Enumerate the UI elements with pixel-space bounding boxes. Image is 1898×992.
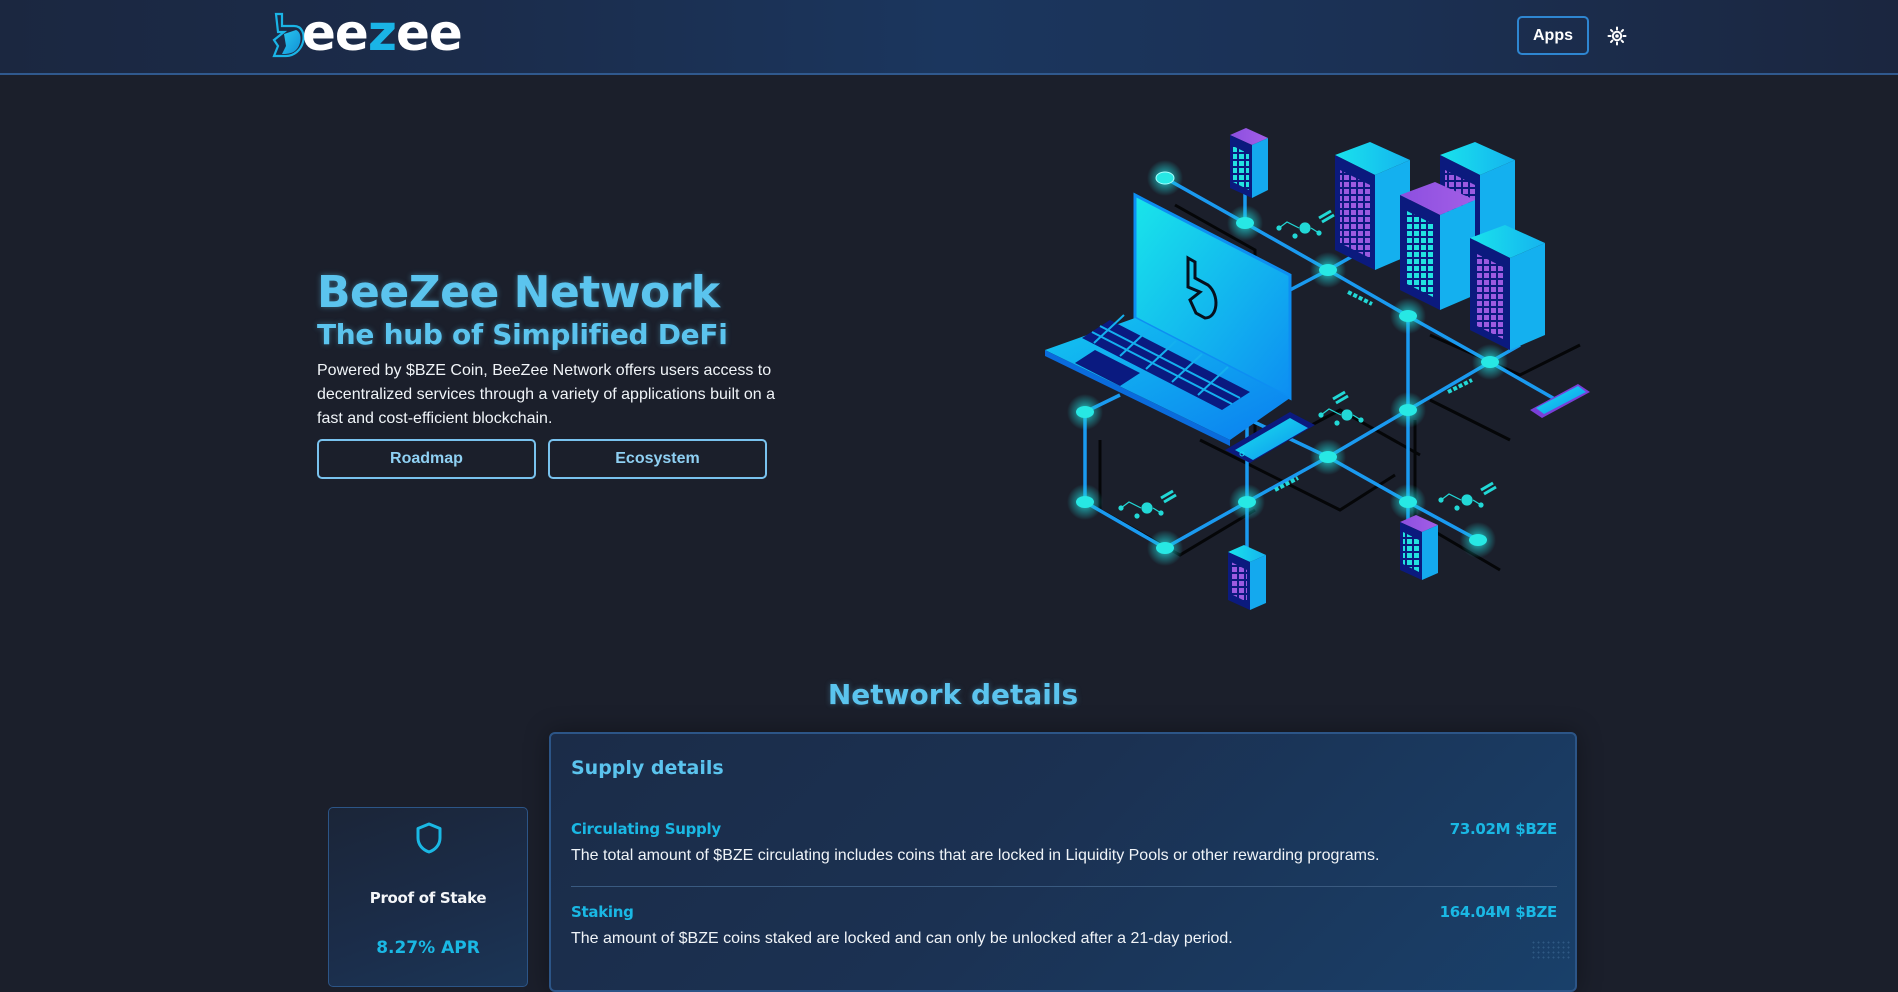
- apr-value: 8.27% APR: [376, 938, 480, 958]
- beezee-logo[interactable]: eezee: [268, 8, 463, 60]
- server-small-top: [1230, 128, 1268, 198]
- roadmap-button[interactable]: Roadmap: [317, 439, 536, 479]
- logo-text-1: ee: [302, 4, 369, 62]
- logo-text-2: ee: [395, 4, 463, 62]
- hero-subtitle: The hub of Simplified DeFi: [317, 318, 728, 351]
- circulating-supply-value: 73.02M $BZE: [1449, 820, 1558, 838]
- proof-of-stake-card: Proof of Stake 8.27% APR: [328, 807, 528, 987]
- server-large-4: [1470, 225, 1545, 350]
- ecosystem-button[interactable]: Ecosystem: [548, 439, 767, 479]
- circulating-supply-label: Circulating Supply: [571, 820, 721, 838]
- decorative-dots: [1531, 940, 1571, 960]
- server-small-bottom-right: [1400, 515, 1438, 580]
- hero-description: Powered by $BZE Coin, BeeZee Network off…: [317, 362, 776, 427]
- row-divider: [571, 886, 1557, 887]
- hero-title: BeeZee Network: [317, 267, 720, 318]
- phone-2: [1530, 384, 1590, 418]
- server-large-3: [1400, 182, 1475, 310]
- supply-details-title: Supply details: [571, 757, 724, 779]
- node: [1147, 160, 1183, 196]
- top-navbar: eezee Apps: [0, 0, 1898, 75]
- logo-wordmark: eezee: [302, 8, 463, 58]
- theme-toggle-button[interactable]: [1605, 24, 1629, 48]
- b-mark-icon: [272, 12, 305, 58]
- staking-value: 164.04M $BZE: [1439, 903, 1558, 921]
- shield-icon: [416, 822, 442, 854]
- laptop: [1045, 192, 1292, 446]
- proof-of-stake-title: Proof of Stake: [369, 889, 487, 907]
- server-large-1: [1335, 142, 1410, 270]
- apps-button[interactable]: Apps: [1517, 16, 1589, 55]
- network-details-heading: Network details: [827, 678, 1079, 711]
- staking-description: The amount of $BZE coins staked are lock…: [571, 930, 1233, 947]
- server-small-bottom-left: [1228, 545, 1266, 610]
- circulating-supply-description: The total amount of $BZE circulating inc…: [571, 847, 1380, 864]
- logo-text-accent: z: [367, 4, 397, 62]
- staking-label: Staking: [571, 903, 634, 921]
- supply-details-card: Supply details Circulating Supply 73.02M…: [549, 732, 1577, 992]
- phone-1: [1225, 412, 1315, 463]
- sun-icon: [1607, 26, 1627, 46]
- network-illustration: [1045, 128, 1590, 610]
